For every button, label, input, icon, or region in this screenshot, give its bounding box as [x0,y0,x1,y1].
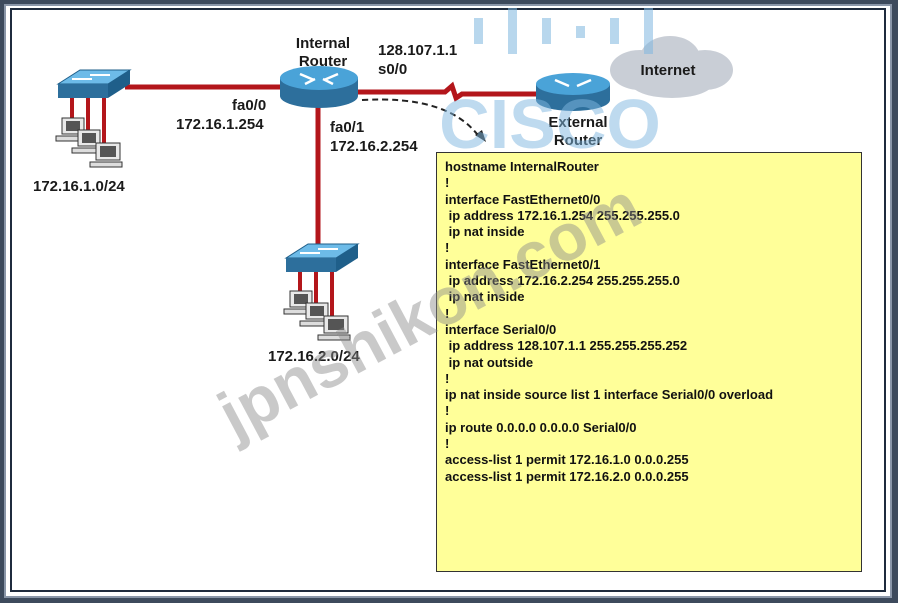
config-line: ! [445,175,450,191]
config-line: ! [445,403,450,419]
s0-name-label: s0/0 [378,61,407,78]
lan2-hosts [283,272,351,341]
external-router-label-2: Router [554,132,602,149]
internal-router-icon [280,66,358,108]
inner-border [10,8,886,592]
config-box: hostname InternalRouter!interface FastEt… [436,152,862,572]
fa00-ip-label: 172.16.1.254 [176,116,264,133]
switch1-icon [56,69,132,98]
config-line: ip nat inside [445,289,525,305]
config-line: ! [445,240,450,256]
link-serial [355,81,545,102]
config-line: ip nat inside source list 1 interface Se… [445,387,774,403]
s0-ip-label: 128.107.1.1 [378,42,457,59]
config-line: ip nat outside [445,354,534,370]
config-line: ip nat inside [445,224,525,240]
dashed-pointer [361,98,481,139]
internet-label: Internet [640,62,695,79]
config-line: ip address 128.107.1.1 255.255.255.252 [445,338,688,354]
config-line: ! [445,436,450,452]
lan1-hosts [55,98,123,168]
lan2-label: 172.16.2.0/24 [268,348,360,365]
switch2-icon [284,243,360,272]
pointer-arrowhead [475,130,486,142]
internal-router-label-1: Internal [296,35,350,52]
external-router-icon [536,73,610,111]
pc-icon [89,142,123,168]
config-line: interface Serial0/0 [445,321,557,337]
config-line: ! [445,370,450,386]
config-line: ip route 0.0.0.0 0.0.0.0 Serial0/0 [445,419,637,435]
config-line: interface FastEthernet0/1 [445,256,601,272]
config-line: ip address 172.16.2.254 255.255.255.0 [445,273,680,289]
lan1-label: 172.16.1.0/24 [33,178,125,195]
config-line: access-list 1 permit 172.16.2.0 0.0.0.25… [445,468,689,484]
fa01-ip-label: 172.16.2.254 [330,138,418,155]
internet-cloud-icon [610,36,733,98]
config-line: hostname InternalRouter [445,159,599,174]
config-line: interface FastEthernet0/0 [445,191,601,207]
config-line: access-list 1 permit 172.16.1.0 0.0.0.25… [445,452,689,468]
fa00-name-label: fa0/0 [232,97,266,114]
pc-icon [71,129,103,154]
pc-icon [299,302,331,327]
internal-router-label-2: Router [299,53,347,70]
external-router-label-1: External [548,114,607,131]
pc-icon [317,315,351,341]
config-line: ! [445,305,450,321]
fa01-name-label: fa0/1 [330,119,364,136]
config-line: ip address 172.16.1.254 255.255.255.0 [445,207,680,223]
